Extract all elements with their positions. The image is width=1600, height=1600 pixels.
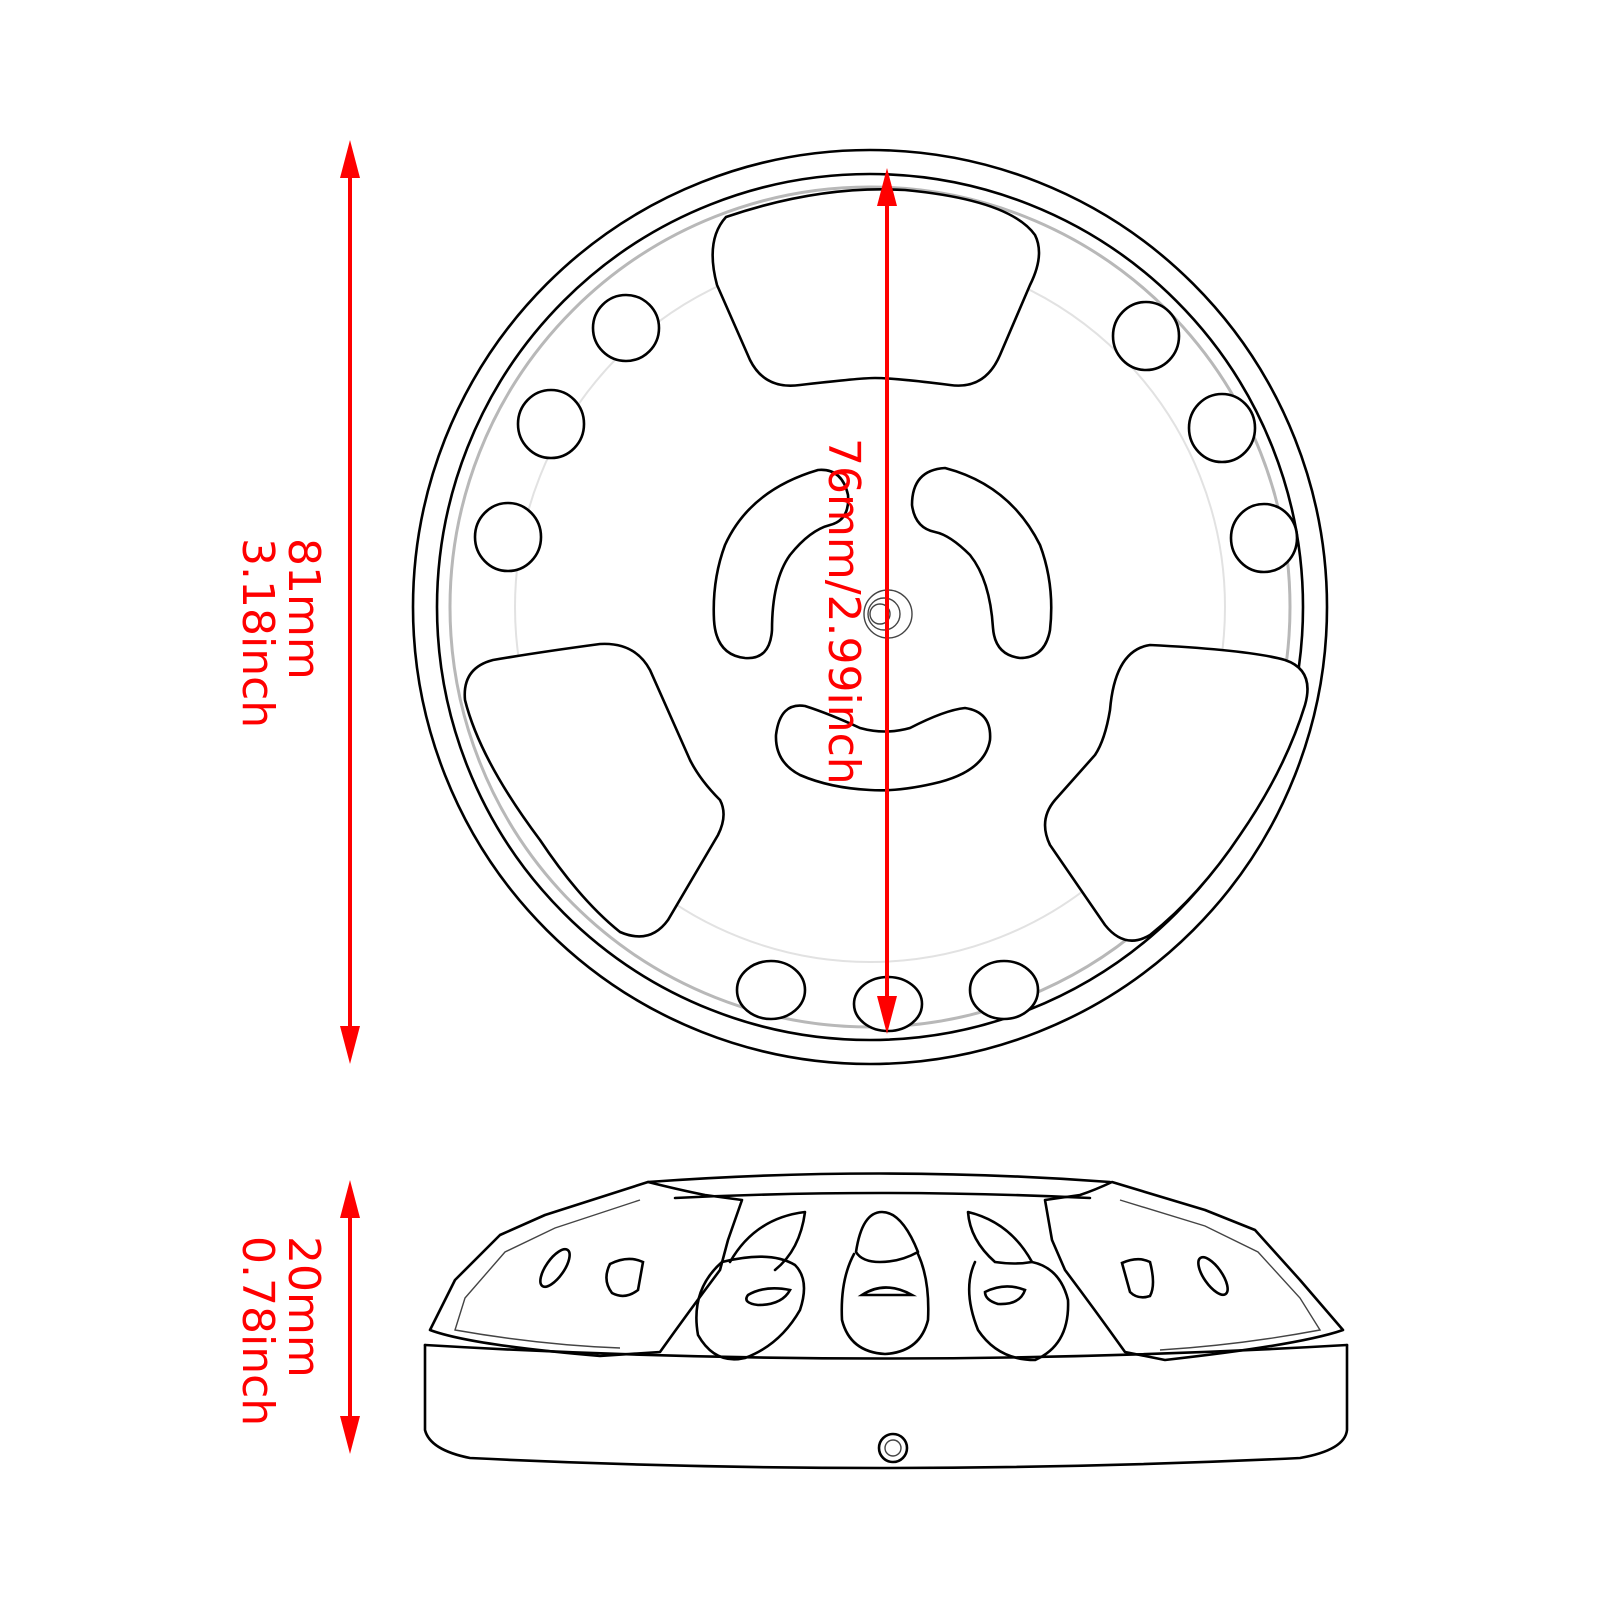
vent-hole bbox=[473, 501, 543, 573]
dimension-outer-diameter-arrow bbox=[340, 140, 360, 1064]
dimension-height-arrow bbox=[340, 1180, 360, 1454]
top-lip-inner bbox=[673, 1191, 1092, 1200]
height-label: 20mm 0.78inch bbox=[232, 1236, 329, 1427]
vent-hole bbox=[591, 293, 661, 363]
vent-holes bbox=[473, 293, 1299, 1033]
window-cutout-lower-left bbox=[463, 642, 725, 938]
recess-slot bbox=[605, 1257, 645, 1298]
height-metric: 20mm bbox=[278, 1236, 329, 1378]
inner-rim bbox=[435, 172, 1305, 1042]
vent-hole bbox=[1111, 300, 1181, 372]
vent-hole bbox=[968, 959, 1040, 1021]
vent-hole bbox=[1187, 392, 1257, 464]
vent-scoop-center bbox=[840, 1210, 930, 1356]
top-lip bbox=[646, 1172, 1112, 1184]
recess-slot bbox=[1120, 1257, 1155, 1299]
window-cutout-lower-right bbox=[1043, 643, 1309, 942]
inner-diameter-label: 76mm/2.99inch bbox=[818, 438, 869, 785]
side-view bbox=[423, 1172, 1349, 1470]
height-imperial: 0.78inch bbox=[232, 1236, 283, 1427]
side-set-screw bbox=[877, 1432, 909, 1464]
vent-scoops bbox=[695, 1210, 1070, 1362]
vent-scoop-right bbox=[966, 1210, 1070, 1362]
vent-hole bbox=[1229, 502, 1299, 574]
vent-hole bbox=[735, 959, 807, 1021]
outer-diameter-label: 81mm 3.18inch bbox=[232, 538, 329, 729]
outer-diameter-metric: 81mm bbox=[278, 538, 329, 680]
window-recess-left bbox=[428, 1180, 744, 1358]
base-body bbox=[423, 1343, 1349, 1470]
window-recess-right bbox=[1043, 1180, 1345, 1362]
recess-slot bbox=[539, 1247, 571, 1289]
dimension-inner-diameter-arrow bbox=[877, 168, 897, 1034]
center-slot-right bbox=[910, 466, 1053, 660]
window-recess-right-inner bbox=[1119, 1199, 1322, 1351]
center-slot-bottom bbox=[774, 704, 992, 792]
inner-diameter-combined: 76mm/2.99inch bbox=[818, 438, 869, 785]
window-cutout-top bbox=[711, 188, 1041, 387]
top-view bbox=[411, 148, 1329, 1066]
center-slots bbox=[712, 466, 1053, 792]
window-recess-left-inner bbox=[454, 1199, 641, 1349]
outer-rim bbox=[411, 148, 1329, 1066]
outer-diameter-imperial: 3.18inch bbox=[232, 538, 283, 729]
recess-slot bbox=[1197, 1255, 1229, 1297]
vent-hole bbox=[516, 388, 586, 460]
vent-scoop-left bbox=[695, 1210, 807, 1361]
center-slot-left bbox=[712, 468, 850, 660]
